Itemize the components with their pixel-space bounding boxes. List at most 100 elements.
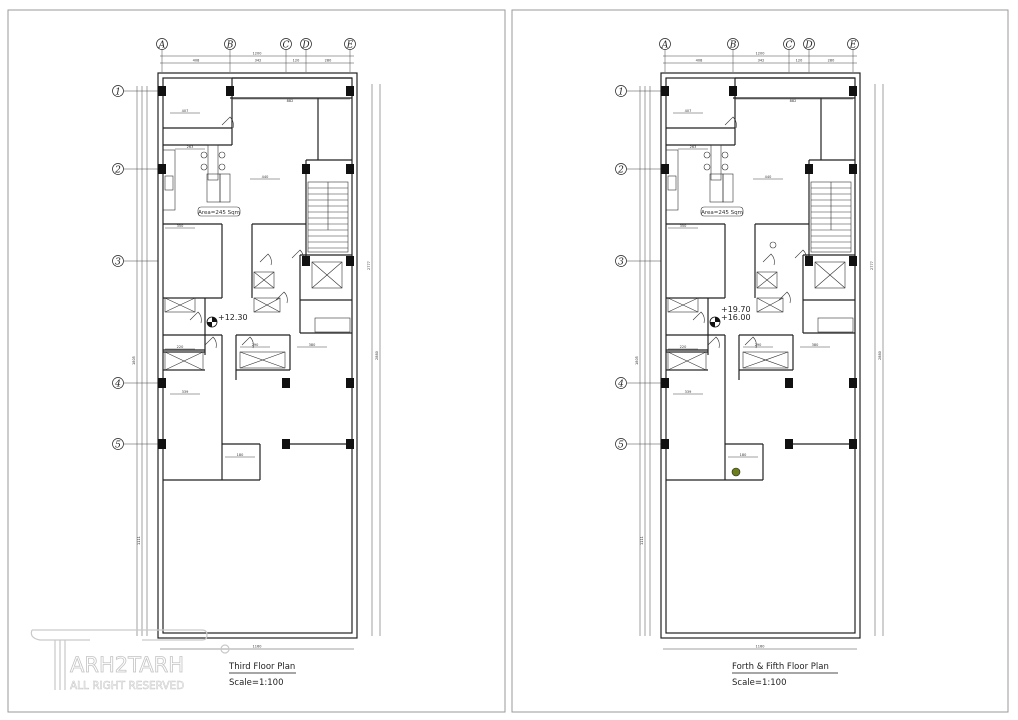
structural-column <box>785 378 793 388</box>
structural-column <box>849 86 857 96</box>
dimension-label: 380 <box>309 343 316 347</box>
kitchen-sink <box>667 175 677 191</box>
dimension-label: 180 <box>740 453 747 457</box>
grid-column-label: B <box>729 41 737 51</box>
level-label: +12.30 <box>218 313 248 322</box>
cabinet <box>814 261 846 289</box>
grid-bubble <box>615 163 627 175</box>
dimension-label: 350 <box>680 224 687 228</box>
dimension-label: 339 <box>685 390 692 394</box>
grid-row-label: 2 <box>114 166 121 176</box>
structural-column <box>346 86 354 96</box>
toilet-icon <box>769 241 777 249</box>
grid-bubble <box>112 438 124 450</box>
structural-column <box>302 164 310 174</box>
dimension-label: 440 <box>262 175 269 179</box>
plan-title: Third Floor Plan <box>228 662 295 672</box>
cabinet <box>756 297 784 313</box>
dining-chair <box>200 163 208 171</box>
dimension-label: 882 <box>287 99 294 103</box>
structural-column <box>849 164 857 174</box>
plan-title: Forth & Fifth Floor Plan <box>732 662 829 672</box>
grid-bubble <box>112 255 124 267</box>
cabinet-cross <box>667 351 707 371</box>
cabinet-cross <box>239 351 286 369</box>
door-swing <box>189 311 202 324</box>
dimension-label: 339 <box>182 390 189 394</box>
door-swing <box>259 253 272 266</box>
structural-column <box>158 378 166 388</box>
door-swing <box>724 116 737 129</box>
dimension-label: 882 <box>790 99 797 103</box>
door-swing <box>204 336 217 349</box>
structural-column <box>661 164 669 174</box>
cabinet <box>667 351 707 371</box>
watermark-tagline: ALL RIGHT RESERVED <box>70 680 184 692</box>
dining-chair <box>218 163 226 171</box>
structural-column <box>805 164 813 174</box>
cabinet <box>667 297 699 313</box>
cabinet-cross <box>667 297 699 313</box>
cabinet <box>239 351 286 369</box>
dining-chair <box>703 151 711 159</box>
dimension-label: 350 <box>177 224 184 228</box>
structural-column <box>282 378 290 388</box>
kitchen-island <box>722 173 734 203</box>
grid-row-label: 4 <box>617 380 624 390</box>
structural-column <box>805 256 813 266</box>
sheet-frame-right <box>511 9 1009 713</box>
dimension-label: 440 <box>765 175 772 179</box>
exterior-wall-inner <box>665 77 856 634</box>
cabinet <box>253 297 281 313</box>
grid-bubble <box>112 377 124 389</box>
level-label: +19.70 <box>721 305 751 314</box>
cabinet <box>253 271 275 289</box>
grid-bubble <box>344 38 356 50</box>
cabinet <box>742 351 789 369</box>
sheet-frame-left <box>7 9 506 713</box>
grid-column-label: A <box>661 41 669 51</box>
cabinet <box>164 351 204 371</box>
dimension-label: 1200 <box>253 52 262 56</box>
grid-bubble <box>112 85 124 97</box>
grid-bubble <box>112 163 124 175</box>
dimension-label: 1805 <box>132 356 136 365</box>
level-marker-fill <box>710 317 720 327</box>
dining-chair <box>200 151 208 159</box>
plan-scale: Scale=1:100 <box>229 678 284 688</box>
dimension-label: 263 <box>690 145 697 149</box>
grid-row-label: 1 <box>115 88 121 98</box>
grid-bubble <box>615 438 627 450</box>
structural-column <box>346 378 354 388</box>
structural-column <box>226 86 234 96</box>
dimension-label: 380 <box>812 343 819 347</box>
structural-column <box>849 378 857 388</box>
grid-row-label: 5 <box>618 441 624 451</box>
structural-column <box>158 439 166 449</box>
structural-column <box>346 256 354 266</box>
dimension-label: 408 <box>696 59 703 63</box>
structural-column <box>346 439 354 449</box>
structural-column <box>661 439 669 449</box>
structural-column <box>729 86 737 96</box>
cabinet-cross <box>311 261 343 289</box>
door-swing <box>707 336 720 349</box>
dimension-label: 280 <box>325 59 332 63</box>
dimension-label: 342 <box>758 59 765 63</box>
cabinet-cross <box>814 261 846 289</box>
dimension-label: 2777 <box>870 261 874 270</box>
grid-column-label: A <box>158 41 166 51</box>
cabinet-cross <box>164 297 196 313</box>
level-label: +16.00 <box>721 313 751 322</box>
cabinet <box>756 271 778 289</box>
grid-row-label: 2 <box>617 166 624 176</box>
dimension-label: 1111 <box>137 536 141 545</box>
dimension-label: 1805 <box>635 356 639 365</box>
grid-column-label: E <box>849 41 857 51</box>
watermark-logo: ARH2TARH ALL RIGHT RESERVED <box>30 629 230 692</box>
plan-scale: Scale=1:100 <box>732 678 787 688</box>
kitchen-counter <box>665 149 679 211</box>
grid-bubble <box>280 38 292 50</box>
dimension-label: 280 <box>828 59 835 63</box>
